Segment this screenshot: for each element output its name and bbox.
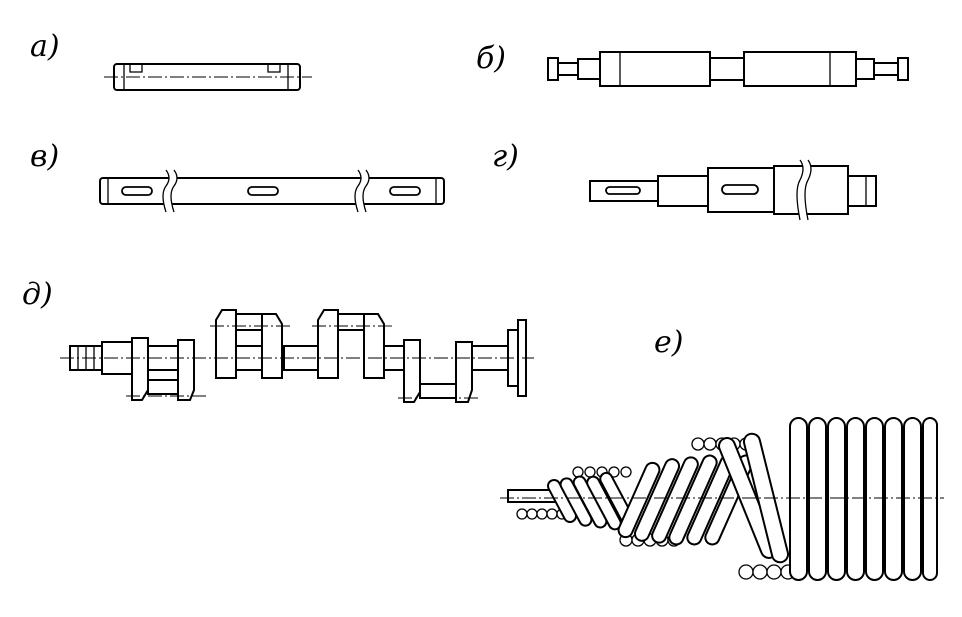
shaft-b xyxy=(547,51,909,87)
label-d: д) xyxy=(22,277,53,312)
label-g: г) xyxy=(492,139,519,174)
wire-layer-3 xyxy=(738,564,796,580)
crankshaft-d xyxy=(60,309,534,403)
label-v: в) xyxy=(30,139,60,174)
shaft-g xyxy=(589,159,877,221)
label-b: б) xyxy=(476,41,507,76)
shaft-a xyxy=(104,63,312,91)
shaft-v xyxy=(99,169,445,213)
label-e: е) xyxy=(654,325,684,360)
coil-layer-3 xyxy=(718,417,938,581)
label-a: а) xyxy=(30,29,60,64)
flexible-shaft-e xyxy=(500,417,944,581)
